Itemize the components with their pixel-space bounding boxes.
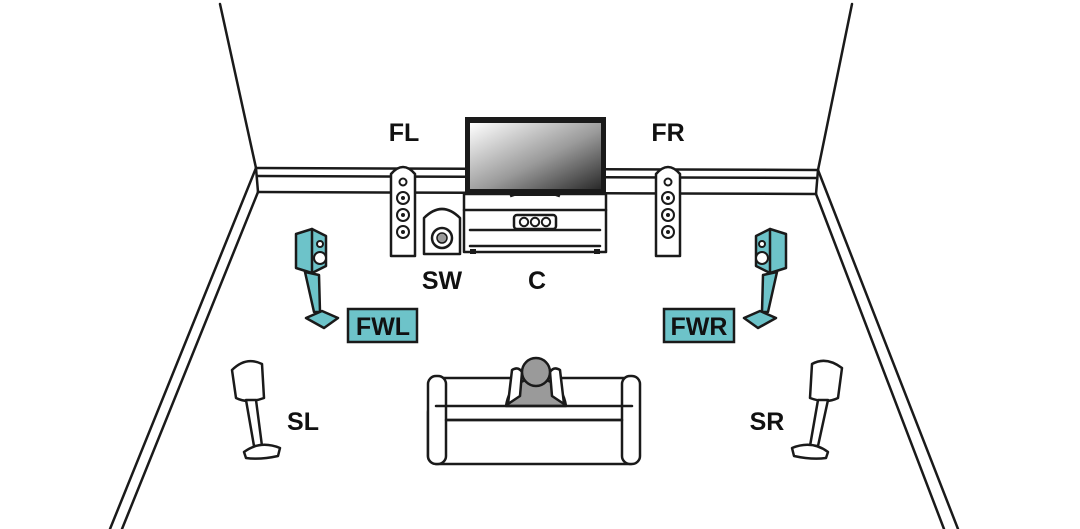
front-left-speaker (389, 165, 417, 258)
surround-right-speaker (790, 359, 844, 460)
label-fwr: FWR (671, 313, 728, 341)
television (465, 117, 606, 198)
listener (434, 356, 634, 408)
front-wide-right-speaker (742, 227, 788, 330)
front-wide-left-speaker (294, 227, 340, 330)
label-fwl: FWL (356, 313, 410, 341)
label-c: C (528, 267, 546, 295)
label-fwl-box: FWL (346, 307, 419, 344)
center-speaker (512, 213, 558, 231)
subwoofer (422, 207, 462, 256)
label-sw: SW (422, 267, 463, 295)
surround-left-speaker (230, 359, 282, 460)
front-right-speaker (654, 165, 682, 258)
label-fl: FL (389, 119, 420, 147)
label-sr: SR (750, 408, 785, 436)
label-sl: SL (287, 408, 319, 436)
label-fr: FR (651, 119, 684, 147)
label-fwr-box: FWR (662, 307, 736, 344)
